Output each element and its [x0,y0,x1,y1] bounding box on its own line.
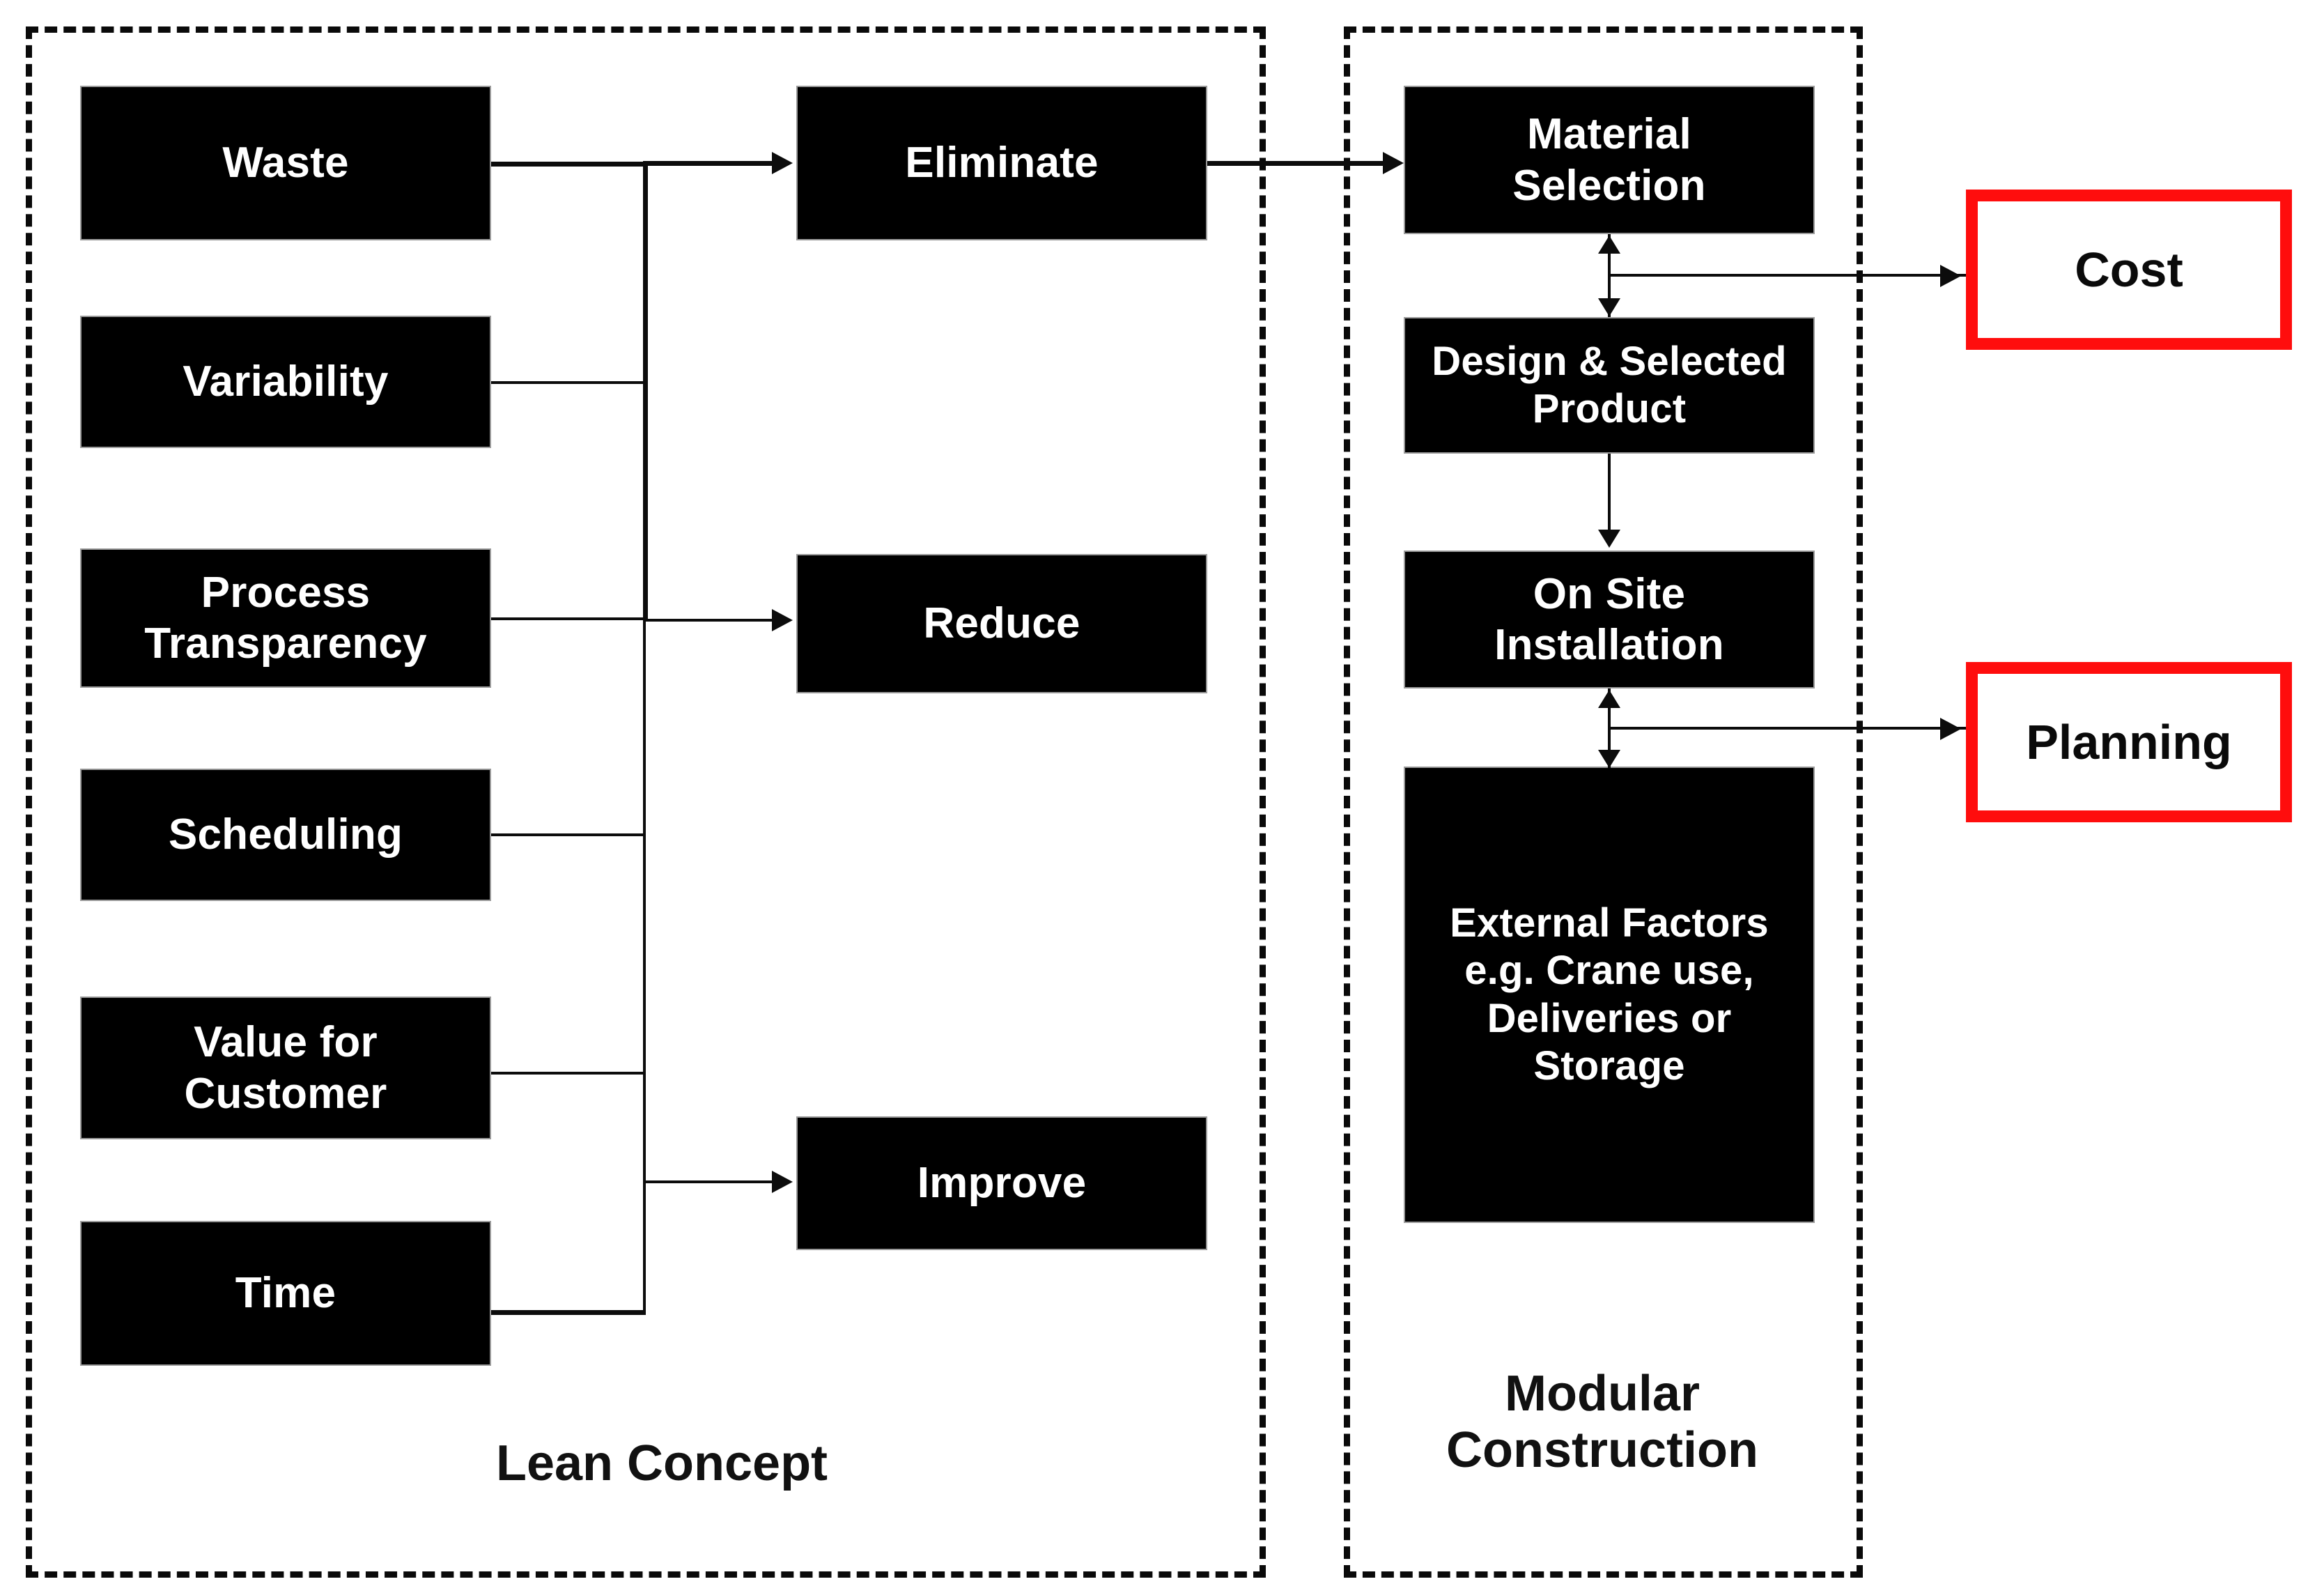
node-material-selection[interactable]: Material Selection [1404,86,1815,234]
node-eliminate-label: Eliminate [905,139,1099,187]
node-process-transparency[interactable]: Process Transparency [80,548,491,688]
connector-to-reduce [643,619,775,622]
node-improve-label: Improve [917,1159,1087,1208]
connector-to-improve [643,1180,775,1183]
connector-value-out [491,1072,646,1075]
outcome-cost[interactable]: Cost [1966,190,2292,350]
arrowhead-design-down [1598,298,1620,316]
connector-variability-out [491,381,646,384]
group-modular-construction [1344,26,1863,1578]
node-external-factors-label: External Factors e.g. Crane use, Deliver… [1450,900,1769,1088]
arrowhead-material-selection [1383,152,1404,174]
connector-time-out [491,1310,646,1315]
connector-bus-reduce-lower [643,617,646,836]
group-modular-construction-label: Modular Construction [1446,1366,1758,1478]
node-design-selected-product[interactable]: Design & Selected Product [1404,317,1815,454]
connector-scheduling-out [491,833,646,836]
node-reduce-label: Reduce [923,599,1080,648]
connector-waste-out [491,162,646,167]
node-time-label: Time [235,1269,336,1318]
node-eliminate[interactable]: Eliminate [796,86,1207,240]
arrowhead-eliminate [772,152,793,174]
node-scheduling[interactable]: Scheduling [80,769,491,901]
arrowhead-onsite-up [1598,690,1620,708]
node-external-factors[interactable]: External Factors e.g. Crane use, Deliver… [1404,767,1815,1223]
node-material-selection-label: Material Selection [1512,110,1706,210]
connector-to-planning [1608,727,1977,730]
group-lean-concept-label: Lean Concept [495,1436,828,1491]
connector-bus-improve [643,833,646,1313]
arrowhead-planning [1940,718,1961,740]
connector-to-eliminate [643,161,775,166]
connector-bus-eliminate [643,162,648,383]
node-variability[interactable]: Variability [80,316,491,448]
arrowhead-onsite [1598,530,1620,548]
arrowhead-material-up [1598,236,1620,254]
node-design-selected-product-label: Design & Selected Product [1432,338,1787,431]
connector-bus-reduce [643,383,648,620]
connector-to-cost [1608,274,1977,277]
group-lean-concept [26,26,1266,1578]
node-on-site-installation-label: On Site Installation [1494,569,1724,669]
node-reduce[interactable]: Reduce [796,554,1207,693]
arrowhead-reduce [772,609,793,631]
outcome-planning-label: Planning [2026,715,2232,769]
node-waste-label: Waste [222,139,349,187]
arrowhead-external-down [1598,750,1620,768]
connector-design-to-onsite [1608,454,1611,532]
arrowhead-cost [1940,265,1961,287]
node-time[interactable]: Time [80,1221,491,1366]
arrowhead-improve [772,1171,793,1193]
connector-eliminate-to-material [1207,161,1387,166]
outcome-cost-label: Cost [2075,243,2183,297]
node-value-for-customer-label: Value for Customer [184,1018,387,1118]
outcome-planning[interactable]: Planning [1966,662,2292,822]
node-process-transparency-label: Process Transparency [144,568,427,668]
node-improve[interactable]: Improve [796,1116,1207,1250]
node-value-for-customer[interactable]: Value for Customer [80,996,491,1139]
node-variability-label: Variability [183,357,389,406]
connector-process-out [491,617,646,620]
node-waste[interactable]: Waste [80,86,491,240]
node-on-site-installation[interactable]: On Site Installation [1404,551,1815,688]
node-scheduling-label: Scheduling [168,810,403,859]
